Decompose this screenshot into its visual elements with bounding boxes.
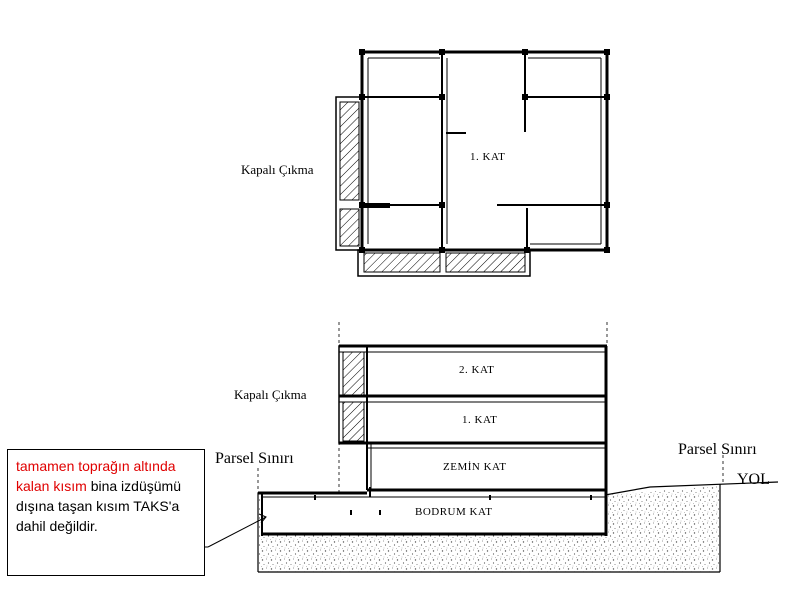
section-projection-label: Kapalı Çıkma — [234, 387, 307, 402]
road-label: YOL — [737, 471, 770, 488]
note-highlight-text: tamamen toprağın altında kalan kısım — [16, 458, 176, 494]
note-body-text: bina izdüşümü dışına taşan kısım TAKS'a … — [16, 478, 181, 534]
floor-plan — [335, 49, 610, 277]
floor-label-1: 1. KAT — [462, 414, 497, 426]
plan-projection-left — [335, 96, 363, 251]
parcel-boundary-right: Parsel Sınırı — [678, 441, 757, 458]
floor-label-basement: BODRUM KAT — [415, 506, 492, 518]
plan-projection-label: Kapalı Çıkma — [241, 162, 314, 177]
plan-room-label: 1. KAT — [470, 151, 505, 163]
floor-label-ground: ZEMİN KAT — [443, 461, 506, 473]
parcel-boundary-left: Parsel Sınırı — [215, 450, 294, 467]
plan-projection-bottom — [357, 249, 531, 277]
floor-label-2: 2. KAT — [459, 364, 494, 376]
note-box: tamamen toprağın altında kalan kısım bin… — [7, 449, 205, 576]
section-building — [258, 344, 608, 536]
